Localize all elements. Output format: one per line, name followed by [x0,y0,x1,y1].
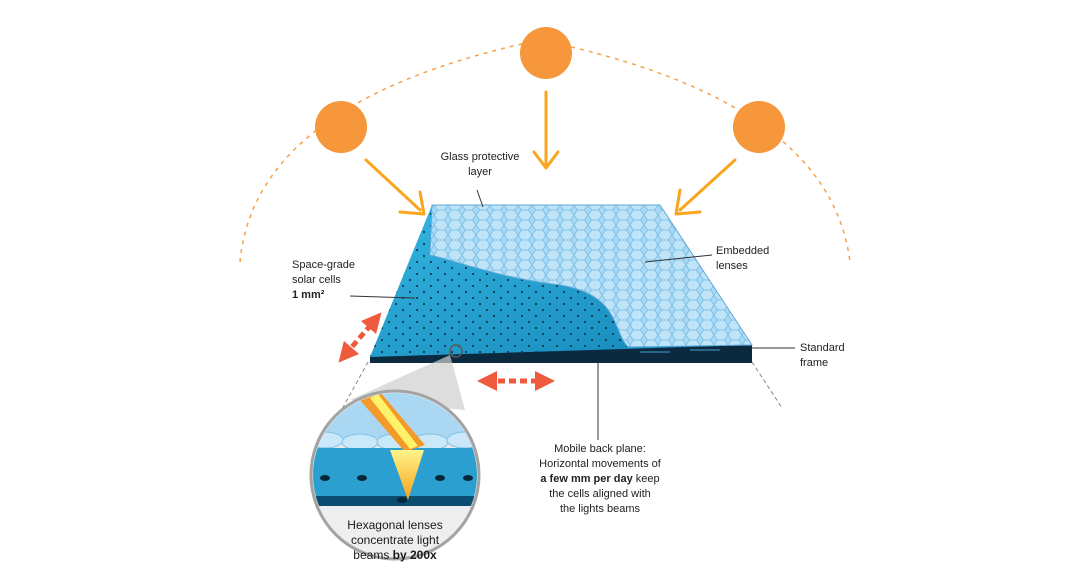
magnifier-circle-icon [309,389,481,561]
back-plane-label: Mobile back plane: Horizontal movements … [539,443,661,515]
magnifier-target [449,344,463,358]
standard-frame-label: Standard frame [800,342,845,369]
zoom-caption: Hexagonal lenses concentrate light beams… [347,518,443,562]
callout-line [644,254,713,263]
guide-line [751,361,783,409]
callout-line [476,189,484,208]
down-arrow-icon [674,158,737,216]
embedded-lenses-label: Embedded lenses [716,245,770,272]
sun-icon [315,101,367,153]
double-arrow-icon [338,312,382,363]
standard-frame-edge [625,345,752,363]
sun-icon [520,27,572,79]
glass-layer-label: Glass protective layer [440,151,520,178]
sun-icon [733,101,785,153]
down-arrow-icon [364,158,426,216]
callout-line [349,295,416,299]
down-arrow-icon [532,90,560,170]
solar-cells-label: Space-grade solar cells 1 mm² [292,259,355,301]
guide-line [324,361,369,441]
glass-lens-layer [429,204,753,348]
